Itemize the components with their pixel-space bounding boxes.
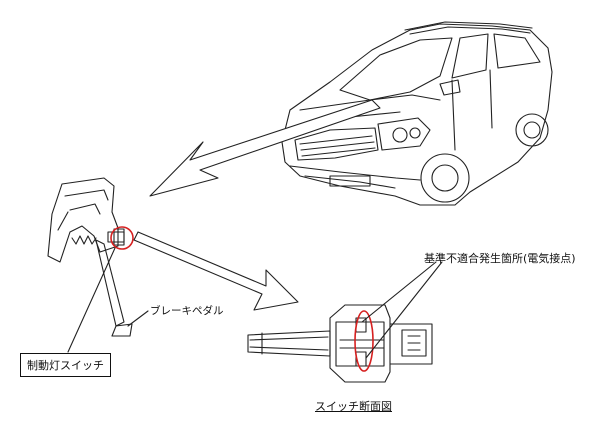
arrow-car-to-pedal [149,99,381,197]
defect-location-label: 基準不適合発生箇所(電気接点) [424,252,576,265]
brake-pedal-label: ブレーキペダル [150,305,224,317]
arrow-switch-to-section [133,231,299,311]
leader-defect-1 [361,261,437,323]
brake-pedal-assembly [47,177,134,337]
brake-light-switch-label: 制動灯スイッチ [20,353,111,377]
suv-illustration [281,21,553,206]
leader-defect-2 [365,261,443,359]
switch-cross-section-caption: スイッチ断面図 [315,400,392,413]
leader-switch-label [67,247,116,353]
switch-cross-section [247,304,433,383]
leader-pedal-label [127,310,149,327]
